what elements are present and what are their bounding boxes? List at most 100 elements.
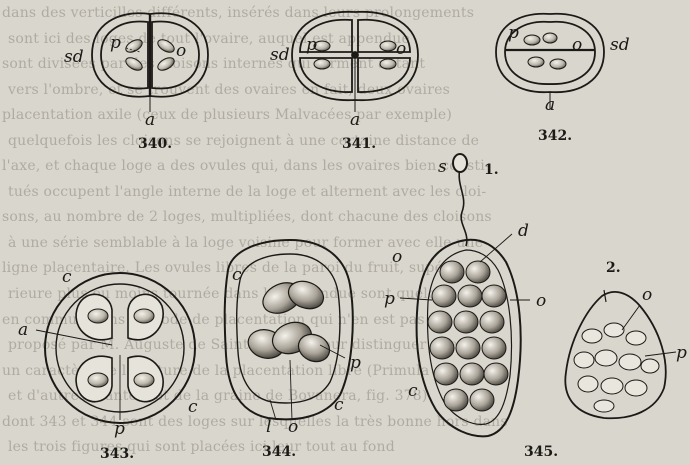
fig341-label-sd: sd [270,45,290,65]
fig345b-label-o: o [642,285,652,305]
fig345b-pointer-o [622,305,640,330]
seed [582,329,602,343]
ovule [134,309,154,323]
seed [574,352,594,368]
seed [641,359,659,373]
fig343-label-c-top: c [62,267,72,287]
seed [460,363,484,385]
fig345b-seeds [574,323,659,412]
fig340-label-o: o [176,41,186,61]
fig344-caption: 344. [262,444,296,460]
fig341-caption: 341. [342,136,376,152]
fig343-ovules [88,309,154,387]
figure-341 [292,12,418,112]
fig345-label-s: s [438,157,447,177]
fig345-label-p-left: p [384,289,395,309]
fig344-label-l: l [266,417,271,437]
fig343-caption: 343. [100,446,134,462]
fig345-label-o-left: o [392,247,402,267]
fig341-label-p: p [306,35,317,55]
fig345b-label-p: p [676,343,687,363]
seed [434,363,458,385]
fig345-pointer-p-left [400,298,432,300]
seed [482,285,506,307]
seed [432,285,456,307]
fig344-seeds [245,277,334,367]
ovule [88,309,108,323]
fig345-label-o-right: o [536,291,546,311]
fig343-label-p: p [114,419,125,439]
fig342-label-sd: sd [610,35,630,55]
figure-340 [92,13,208,112]
fig340-inner-wall-left [101,22,148,89]
fig345-style [459,168,467,246]
seed [454,311,478,333]
seed [619,354,641,370]
seed [595,350,617,366]
seed [470,389,494,411]
seed [604,323,624,337]
fig344-label-c-top: c [232,265,242,285]
figure-345-part-1 [400,154,530,436]
fig344-label-c-bottom: c [334,395,344,415]
ovule [88,373,108,387]
figure-344 [225,240,353,420]
fig345-pointer-d [480,234,512,262]
ovule [156,55,177,73]
seed [626,331,646,345]
seed [480,311,504,333]
fig340-label-sd: sd [64,47,84,67]
ovule [124,37,145,55]
fig340-label-p: p [110,33,121,53]
ovule [543,33,557,43]
seed [456,337,480,359]
fig342-label-p: p [508,23,519,43]
seed [484,363,508,385]
ovule [314,59,330,69]
fig344-label-o: o [288,417,298,437]
seed [578,376,598,392]
fig344-label-p: p [350,353,361,373]
seed [466,261,490,283]
fig340-label-a: a [145,110,155,130]
figure-343 [36,273,195,423]
fig345b-dehiscence [604,290,606,302]
fig345-stigma [453,154,467,172]
seed [428,311,452,333]
seed [601,378,623,394]
ovule [124,55,145,73]
fig345-seeds [428,261,508,411]
fig345b-pointer-p [645,352,676,356]
fig340-caption: 340. [138,136,172,152]
fig341-axis [352,52,358,58]
ovule [380,59,396,69]
fig341-label-o: o [396,39,406,59]
fig345-caption: 345. [524,444,558,460]
fig343-label-c-bottom: c [188,397,198,417]
fig345-label-c: c [408,381,418,401]
fig343-label-a: a [18,320,28,340]
fig342-caption: 342. [538,128,572,144]
fig341-label-a: a [350,110,360,130]
fig344-pointer-o [290,360,292,420]
fig342-label-o: o [572,35,582,55]
seed [444,389,468,411]
seed [482,337,506,359]
ovule [156,37,177,55]
fig345-part1-label: 1. [484,162,499,178]
figure-345-part-2 [565,290,676,418]
fig345-part2-label: 2. [606,260,621,276]
ovule [550,59,566,69]
seed [430,337,454,359]
fig345-label-d: d [518,221,529,241]
seed [594,400,614,412]
ovule [524,35,540,45]
seed [458,285,482,307]
seed [625,380,647,396]
seed [440,261,464,283]
ovule [528,57,544,67]
fig342-label-a: a [545,95,555,115]
ovule [134,373,154,387]
ovule [380,41,396,51]
